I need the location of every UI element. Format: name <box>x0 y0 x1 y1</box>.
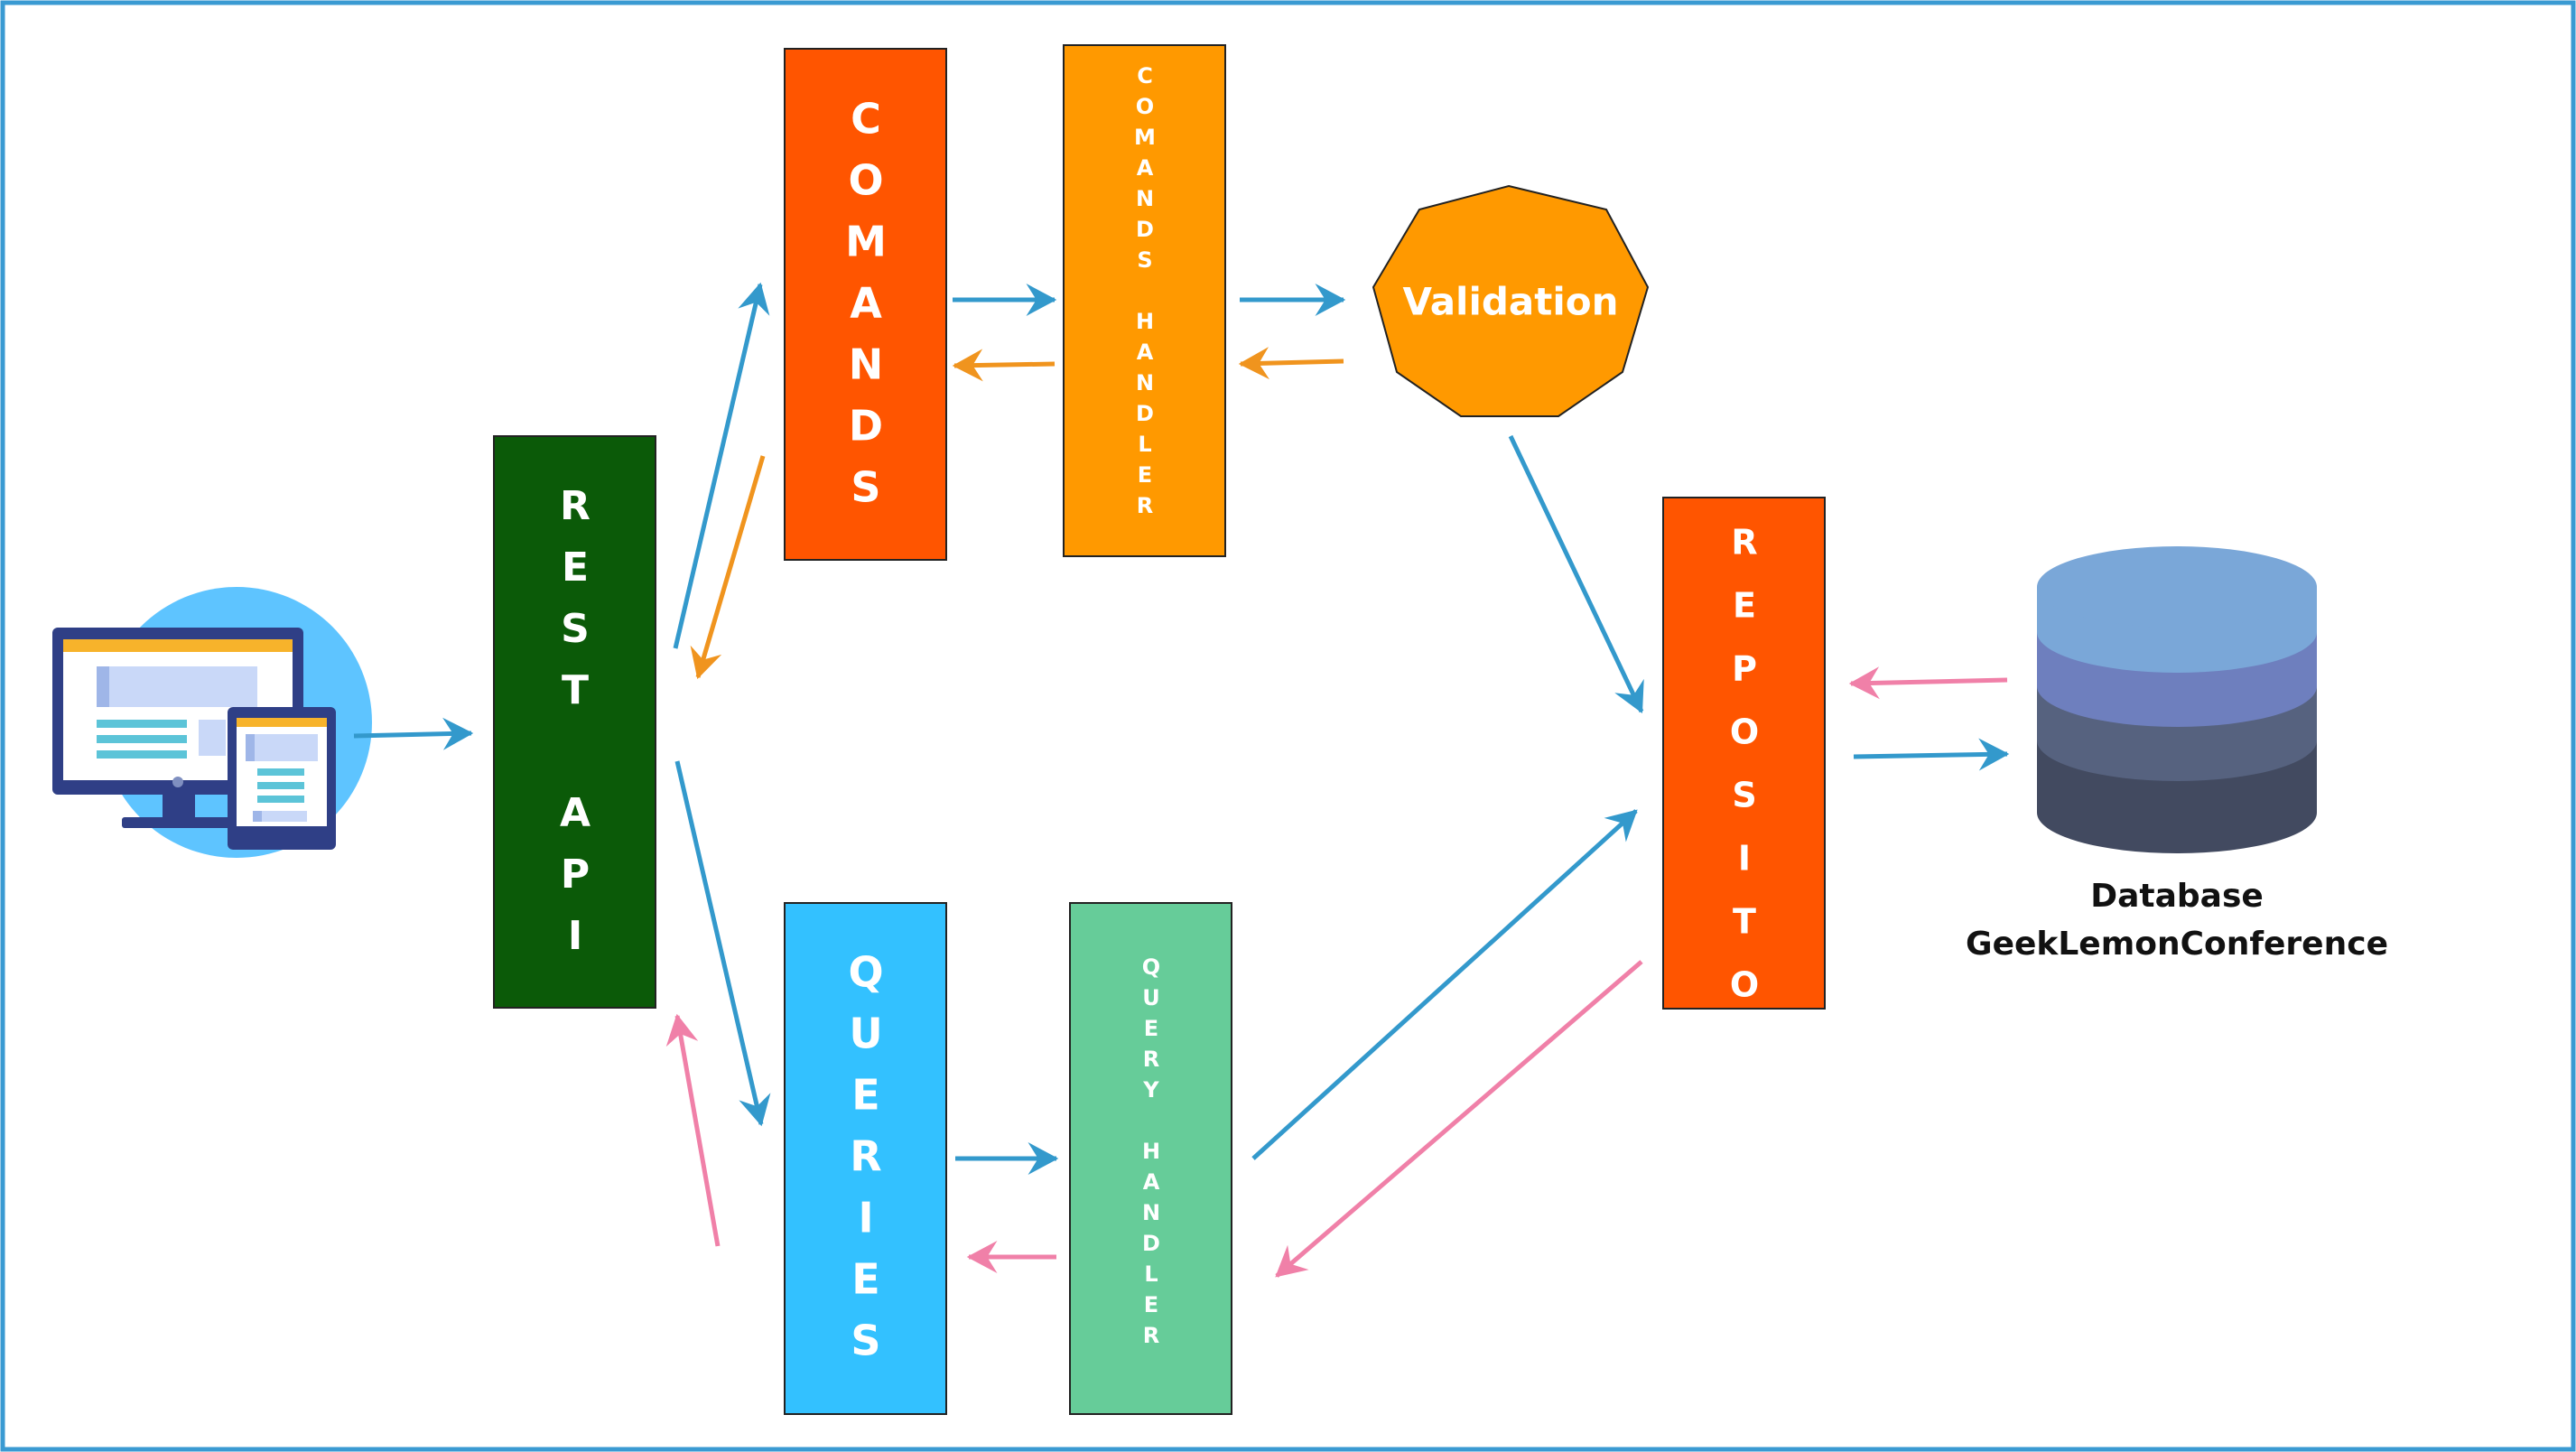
repository-letter: Y <box>1731 1092 1757 1131</box>
commands-handler-letter: N <box>1136 186 1154 211</box>
rest-api-letter: T <box>562 667 589 713</box>
queries-letter: I <box>858 1194 873 1243</box>
rest-api-letter: E <box>562 544 589 591</box>
commands-handler-letter: N <box>1136 370 1154 396</box>
arrow-validation-to-handler <box>1238 347 1344 380</box>
repository-letter: I <box>1738 839 1751 879</box>
query-handler-letter: L <box>1144 1261 1158 1287</box>
commands-letter: A <box>850 279 882 328</box>
arrow-query-handler-to-repository <box>1251 809 1638 1160</box>
commands-handler-letter: A <box>1137 155 1154 181</box>
arrow-validation-to-repository <box>1508 434 1644 714</box>
database-icon <box>2037 546 2317 853</box>
rest-api-letter: A <box>560 790 591 836</box>
arrows <box>353 282 2010 1278</box>
repository-letter: R <box>1731 1028 1757 1068</box>
queries-letter: Q <box>848 948 883 997</box>
queries-letter: E <box>851 1071 879 1120</box>
commands-letter: D <box>849 402 883 451</box>
queries-letter: E <box>851 1255 879 1304</box>
rest-api-letter: R <box>560 483 591 529</box>
query-handler-letter: H <box>1142 1139 1160 1164</box>
arrow-rest-api-to-commands <box>673 282 770 649</box>
database-label-line1: Database <box>2090 878 2264 915</box>
query-handler-letter: Y <box>1142 1077 1159 1103</box>
commands-handler-letter: O <box>1136 94 1154 119</box>
commands-letter: M <box>845 218 887 266</box>
queries-letter: U <box>849 1010 882 1058</box>
query-handler-letter: R <box>1143 1047 1159 1072</box>
commands-handler-letter: C <box>1137 63 1153 88</box>
commands-handler-letter: E <box>1138 462 1152 488</box>
validation-label: Validation <box>1403 280 1619 324</box>
commands-handler-letter: R <box>1137 493 1153 518</box>
commands-handler-letter: H <box>1136 309 1154 334</box>
repository-letter: R <box>1731 523 1757 563</box>
repository-letter: S <box>1732 776 1756 815</box>
commands-handler-letter: S <box>1137 247 1152 273</box>
repository-letter: P <box>1732 649 1757 689</box>
commands-handler-letter: D <box>1136 401 1154 426</box>
query-handler-letter: E <box>1144 1292 1158 1317</box>
queries-letter: S <box>851 1317 880 1365</box>
commands-handler-letter: M <box>1134 125 1156 150</box>
commands-letter: S <box>851 463 880 512</box>
arrow-repository-to-query-handler <box>1275 960 1643 1278</box>
arrow-repository-to-database <box>1853 738 2010 771</box>
commands-handler-letter: D <box>1136 217 1154 242</box>
query-handler-letter: R <box>1143 1323 1159 1348</box>
commands-handler-letter: L <box>1138 432 1151 457</box>
repository-letter: O <box>1730 712 1759 752</box>
rest-api-letter: S <box>561 606 590 652</box>
arrow-database-to-repository <box>1848 666 2008 700</box>
repository-letter: T <box>1733 902 1756 942</box>
arrow-queries-to-rest-api <box>665 1013 721 1247</box>
commands-letter: C <box>851 95 881 144</box>
arrow-handler-to-commands <box>952 349 1056 382</box>
arrow-rest-api-to-queries <box>674 760 771 1127</box>
queries-letter: R <box>850 1132 881 1181</box>
validation-node: Validation <box>1372 184 1650 417</box>
query-handler-letter: D <box>1142 1231 1160 1256</box>
query-handler-letter: E <box>1144 1016 1158 1041</box>
arrow-client-to-rest-api <box>353 717 474 750</box>
query-handler-letter: U <box>1142 985 1160 1010</box>
query-handler-letter: Q <box>1142 954 1160 980</box>
rest-api-letter: I <box>568 913 582 959</box>
commands-handler-letter: A <box>1137 340 1154 365</box>
commands-letter: N <box>849 340 884 389</box>
rest-api-letter: P <box>561 852 590 898</box>
query-handler-letter: N <box>1142 1200 1160 1225</box>
query-handler-letter: A <box>1143 1169 1160 1195</box>
desktop-and-tablet-icon <box>52 587 372 858</box>
commands-letter: O <box>848 156 883 205</box>
arrow-commands-to-rest-api <box>690 455 766 680</box>
database-label-line2: GeekLemonConference <box>1966 926 2388 963</box>
repository-letter: O <box>1730 965 1759 1005</box>
repository-letter: E <box>1733 586 1756 626</box>
